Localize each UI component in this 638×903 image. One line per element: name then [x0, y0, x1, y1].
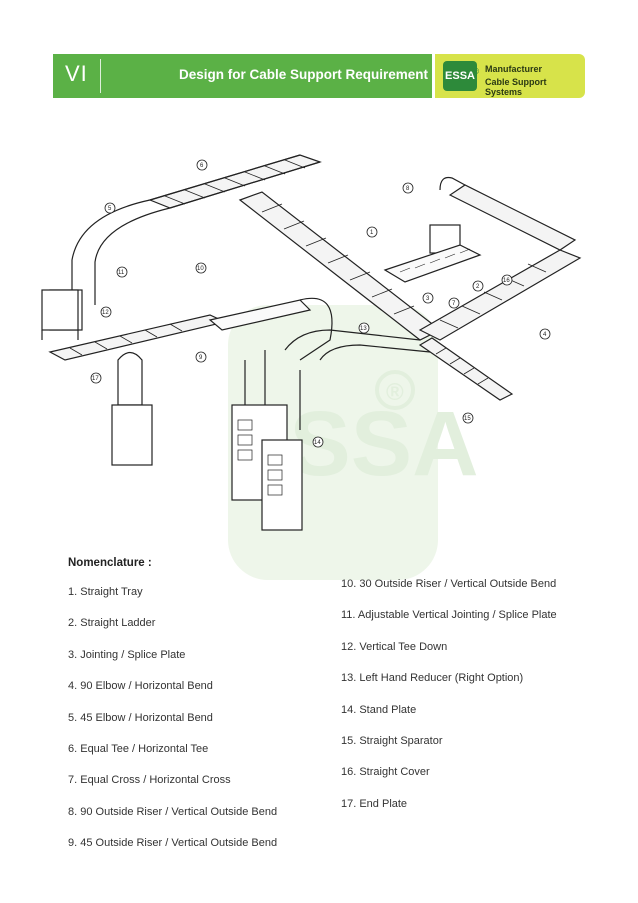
list-item: 4. 90 Elbow / Horizontal Bend — [68, 680, 213, 692]
ladder-rungs-right — [439, 263, 547, 329]
nomenclature-heading: Nomenclature : — [68, 557, 152, 569]
callout-6a: 6 — [196, 159, 208, 171]
callout-3: 3 — [422, 292, 434, 304]
svg-text:1: 1 — [370, 230, 374, 236]
ladder-rungs-left — [69, 323, 183, 356]
svg-text:17: 17 — [92, 376, 99, 382]
list-item: 5. 45 Elbow / Horizontal Bend — [68, 712, 213, 724]
list-item: 3. Jointing / Splice Plate — [68, 649, 186, 661]
callout-11: 11 — [116, 266, 128, 278]
logo-registered-mark: ® — [473, 67, 479, 76]
brand-line-1: Manufacturer — [485, 64, 543, 74]
logo-text: ESSA — [445, 70, 475, 82]
callout-4: 4 — [539, 328, 551, 340]
list-item: 13. Left Hand Reducer (Right Option) — [341, 672, 524, 684]
ladder-rungs-lower-right — [435, 347, 489, 385]
callout-10: 10 — [195, 262, 207, 274]
list-item: 10. 30 Outside Riser / Vertical Outside … — [341, 578, 557, 590]
header-divider — [100, 59, 101, 93]
callout-17: 17 — [90, 372, 102, 384]
tray-perforations — [399, 248, 471, 273]
list-item: 8. 90 Outside Riser / Vertical Outside B… — [68, 806, 278, 818]
essa-logo: ESSA ® — [443, 61, 479, 91]
list-item: 17. End Plate — [341, 798, 408, 810]
svg-text:2: 2 — [476, 284, 480, 290]
callout-16: 16 — [501, 274, 513, 286]
svg-text:15: 15 — [464, 416, 471, 422]
callout-1: 1 — [366, 226, 378, 238]
ladder-rungs-top — [164, 159, 306, 205]
cable-tray-isometric-drawing: ESSA ® — [41, 154, 582, 580]
callout-7: 7 — [448, 297, 460, 309]
svg-text:12: 12 — [102, 310, 109, 316]
callout-8: 8 — [402, 182, 414, 194]
svg-text:5: 5 — [108, 206, 112, 212]
callout-9: 9 — [195, 351, 207, 363]
ladder-rungs-diagonal — [261, 203, 415, 315]
svg-text:7: 7 — [452, 301, 456, 307]
list-item: 9. 45 Outside Riser / Vertical Outside B… — [68, 837, 278, 849]
svg-text:4: 4 — [543, 332, 547, 338]
watermark-reg: ® — [386, 379, 404, 406]
svg-text:8: 8 — [406, 186, 410, 192]
list-item: 14. Stand Plate — [341, 704, 417, 716]
callout-5: 5 — [104, 202, 116, 214]
list-item: 11. Adjustable Vertical Jointing / Splic… — [341, 609, 557, 621]
list-item: 7. Equal Cross / Horizontal Cross — [68, 774, 231, 786]
list-item: 1. Straight Tray — [68, 586, 143, 598]
svg-text:10: 10 — [197, 266, 204, 272]
list-item: 15. Straight Sparator — [341, 735, 443, 747]
callout-14: 14 — [312, 436, 324, 448]
callout-15: 15 — [462, 412, 474, 424]
svg-text:16: 16 — [503, 278, 510, 284]
list-item: 16. Straight Cover — [341, 766, 430, 778]
list-item: 6. Equal Tee / Horizontal Tee — [68, 743, 209, 755]
svg-text:3: 3 — [426, 296, 430, 302]
list-item: 12. Vertical Tee Down — [341, 641, 448, 653]
svg-text:13: 13 — [360, 326, 367, 332]
svg-text:6: 6 — [200, 163, 204, 169]
tray-network — [41, 154, 582, 531]
callout-12: 12 — [100, 306, 112, 318]
callout-markers: 6 8 5 1 11 10 16 2 3 7 12 13 4 9 17 15 1… — [90, 159, 551, 448]
brand-panel: ESSA ® Manufacturer Cable Support System… — [435, 54, 585, 98]
list-item: 2. Straight Ladder — [68, 617, 156, 629]
svg-text:14: 14 — [314, 440, 321, 446]
callout-13: 13 — [358, 322, 370, 334]
svg-text:11: 11 — [118, 270, 125, 276]
page-title: Design for Cable Support Requirement — [179, 67, 429, 82]
section-number: VI — [65, 61, 88, 86]
brand-line-2: Cable Support Systems — [485, 77, 547, 97]
callout-2: 2 — [472, 280, 484, 292]
cabinet-panels — [237, 419, 283, 496]
section-header-bar: VI Design for Cable Support Requirement — [53, 54, 432, 98]
svg-text:9: 9 — [199, 355, 203, 361]
